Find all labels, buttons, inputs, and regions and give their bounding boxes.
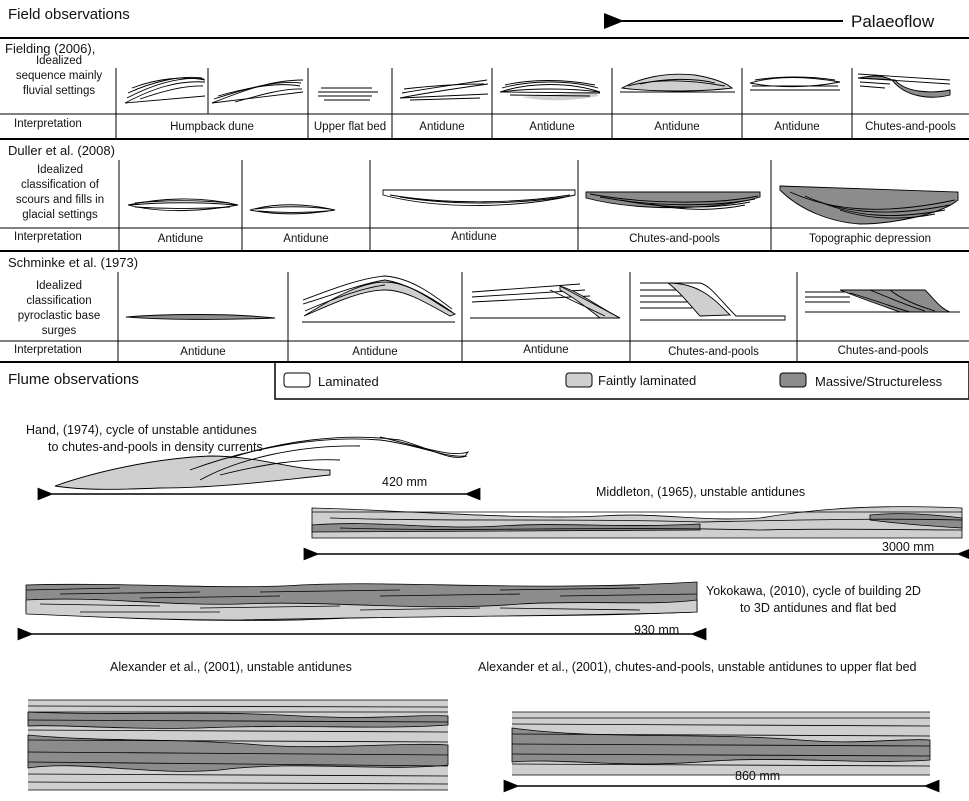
swatch-laminated <box>283 372 311 388</box>
flume-observations-title: Flume observations <box>8 371 139 388</box>
alexander2-caption: Alexander et al., (2001), chutes-and-poo… <box>478 660 917 674</box>
yokokawa-caption-line1: Yokokawa, (2010), cycle of building 2D <box>706 584 921 598</box>
alexander2-scale: 860 mm <box>735 769 781 783</box>
fielding-interp-cell: Antidune <box>529 121 575 133</box>
schminke-interp-cell: Chutes-and-pools <box>837 345 929 357</box>
alexander1-caption: Alexander et al., (2001), unstable antid… <box>110 660 352 674</box>
schminke-interp-cell: Antidune <box>523 344 569 356</box>
field-observations-title: Field observations <box>8 6 130 23</box>
fielding-interp-cell: Upper flat bed <box>313 121 387 133</box>
fielding-sketches <box>124 73 951 104</box>
fielding-description: Idealized sequence mainly fluvial settin… <box>15 55 103 97</box>
duller-description: Idealized classification of scours and f… <box>15 164 105 221</box>
fielding-interp-cell: Humpback dune <box>170 121 254 133</box>
legend-faint-label: Faintly laminated <box>598 373 697 388</box>
table-rules <box>0 37 969 400</box>
schminke-sketches <box>125 275 960 323</box>
schminke-source: Schminke et al. (1973) <box>8 255 139 270</box>
schminke-interp-cell: Antidune <box>180 346 226 358</box>
duller-sketches <box>127 185 959 225</box>
schminke-interp-cell: Antidune <box>352 346 398 358</box>
swatch-massive <box>779 372 807 388</box>
alexander2-sketch <box>503 711 940 793</box>
hand-scale: 420 mm <box>382 475 428 489</box>
yokokawa-sketch <box>17 581 707 641</box>
middleton-scale: 3000 mm <box>882 540 935 554</box>
duller-interp-cell: Chutes-and-pools <box>629 233 720 245</box>
fielding-interp-cell: Chutes-and-pools <box>865 121 956 133</box>
schminke-interp-cell: Chutes-and-pools <box>668 346 759 358</box>
duller-interp-cell: Antidune <box>451 231 497 243</box>
fielding-interp-cell: Antidune <box>654 121 700 133</box>
alexander1-sketch <box>27 699 449 791</box>
legend-laminated-label: Laminated <box>318 374 379 389</box>
hand-sketch <box>37 436 481 501</box>
fielding-interpretation-label: Interpretation <box>14 118 82 130</box>
duller-interp-cell: Topographic depression <box>808 233 932 245</box>
duller-interp-cell: Antidune <box>157 233 204 245</box>
yokokawa-caption-line2: to 3D antidunes and flat bed <box>740 601 897 615</box>
fielding-source: Fielding (2006), <box>5 41 96 56</box>
hand-caption-line2: to chutes-and-pools in density currents <box>48 440 263 454</box>
duller-interp-cell: Antidune <box>283 233 329 245</box>
middleton-sketch <box>303 506 969 561</box>
duller-interpretation-label: Interpretation <box>14 231 82 243</box>
swatch-faint <box>565 372 593 388</box>
duller-source: Duller et al. (2008) <box>8 143 115 158</box>
fielding-interp-cell: Antidune <box>774 121 820 133</box>
legend-massive-label: Massive/Structureless <box>815 374 943 389</box>
legend-swatches <box>283 372 807 388</box>
schminke-interpretation-label: Interpretation <box>14 344 82 356</box>
palaeoflow-label: Palaeoflow <box>851 12 935 31</box>
yokokawa-scale: 930 mm <box>634 623 680 637</box>
middleton-caption: Middleton, (1965), unstable antidunes <box>596 485 806 499</box>
fielding-interp-cell: Antidune <box>419 121 465 133</box>
hand-caption-line1: Hand, (1974), cycle of unstable antidune… <box>26 423 257 437</box>
schminke-description: Idealized classification pyroclastic bas… <box>17 280 101 337</box>
